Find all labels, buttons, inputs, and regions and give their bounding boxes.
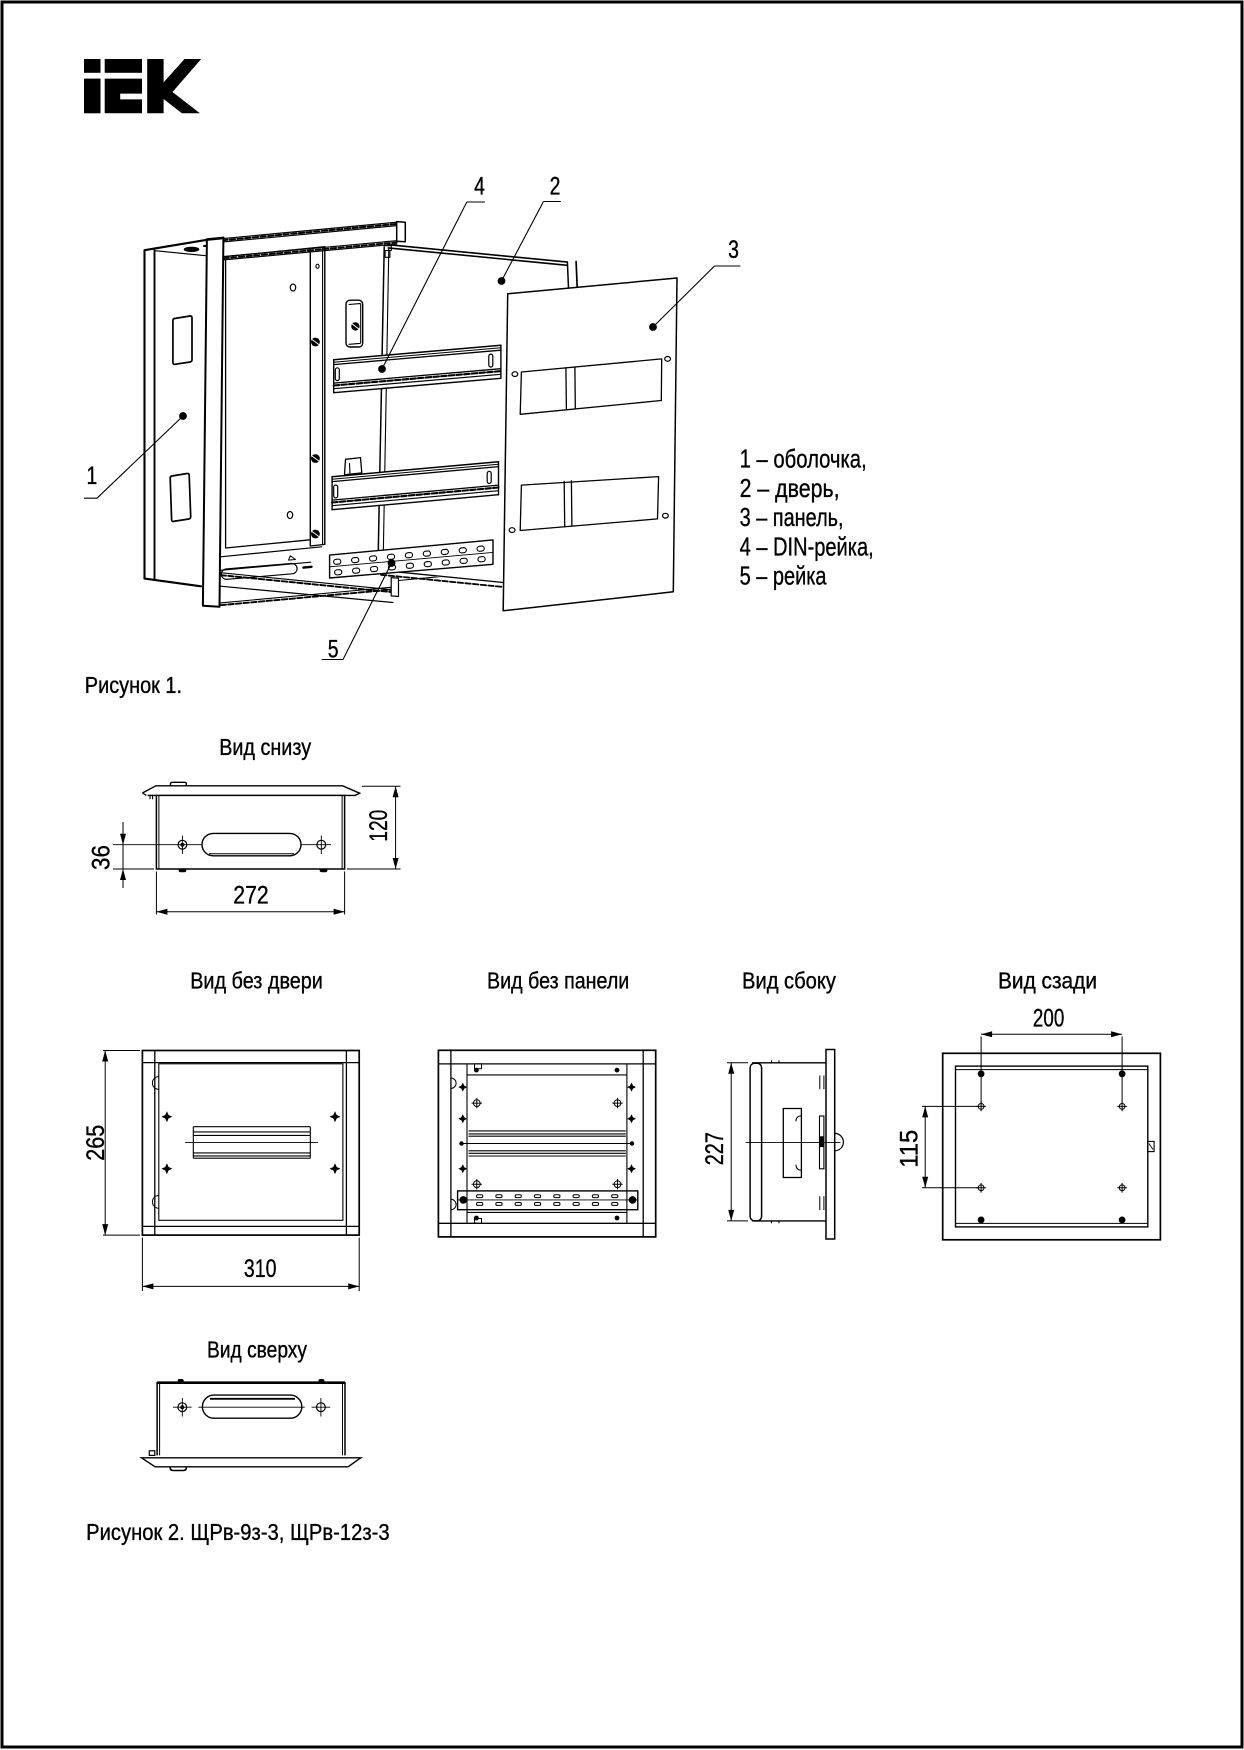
svg-text:1 – оболочка,: 1 – оболочка,	[740, 444, 867, 474]
svg-text:4: 4	[474, 173, 485, 201]
svg-text:36: 36	[88, 845, 116, 870]
svg-text:120: 120	[365, 810, 393, 842]
svg-text:Вид без двери: Вид без двери	[190, 967, 323, 993]
svg-text:Вид сбоку: Вид сбоку	[742, 967, 836, 993]
svg-text:2 – дверь,: 2 – дверь,	[740, 473, 840, 503]
svg-text:2: 2	[550, 173, 561, 201]
svg-text:200: 200	[1033, 1005, 1064, 1033]
svg-text:Вид сверху: Вид сверху	[207, 1337, 307, 1363]
svg-text:Вид снизу: Вид снизу	[219, 734, 311, 760]
svg-text:272: 272	[233, 882, 268, 910]
svg-text:Вид без панели: Вид без панели	[487, 967, 629, 993]
svg-text:227: 227	[701, 1132, 729, 1165]
svg-text:4 – DIN-рейка,: 4 – DIN-рейка,	[740, 531, 874, 561]
svg-text:115: 115	[896, 1130, 924, 1168]
svg-text:310: 310	[244, 1255, 277, 1283]
svg-text:5 – рейка: 5 – рейка	[740, 561, 827, 591]
svg-text:265: 265	[82, 1125, 110, 1161]
svg-text:3 – панель,: 3 – панель,	[740, 502, 844, 532]
svg-text:1: 1	[87, 462, 98, 490]
svg-text:Вид сзади: Вид сзади	[998, 967, 1097, 993]
svg-text:Рисунок 1.: Рисунок 1.	[85, 672, 182, 698]
svg-text:5: 5	[328, 636, 339, 664]
svg-text:3: 3	[728, 236, 739, 264]
svg-text:Рисунок 2. ЩРв-9з-3, ЩРв-12з-3: Рисунок 2. ЩРв-9з-3, ЩРв-12з-3	[86, 1519, 390, 1545]
